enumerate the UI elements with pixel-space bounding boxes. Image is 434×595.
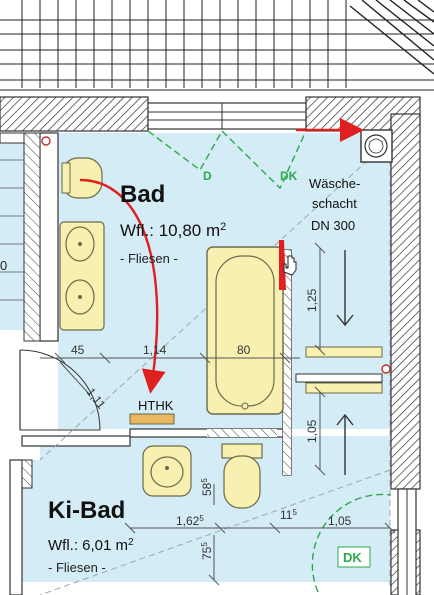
- kibad-floor: [22, 436, 390, 582]
- dim-80: 80: [237, 343, 251, 357]
- dim-105-vertical: 1,05: [305, 419, 319, 443]
- kibad-area: Wfl.: 6,01 m2: [48, 537, 134, 555]
- bad-room-name: Bad: [120, 181, 165, 208]
- dim-105-horizontal: 1,05: [328, 514, 352, 528]
- dimension-lines: [40, 242, 396, 586]
- dim-11: 115: [280, 508, 297, 523]
- red-curved-arrow: [79, 178, 166, 394]
- kibad-room-name: Ki-Bad: [48, 497, 125, 524]
- shaft-label-3: DN 300: [311, 218, 355, 233]
- red-annotations: [79, 118, 364, 394]
- shaft-label-2: schacht: [312, 196, 357, 211]
- window-top: [147, 102, 307, 130]
- door-dk-bottom-label: DK: [343, 550, 362, 565]
- diagonal-guides: [39, 139, 391, 595]
- kibad-floor-label: - Fliesen -: [48, 560, 106, 575]
- left-room-floor: [0, 135, 24, 330]
- bad-fixtures: [41, 129, 393, 425]
- dim-75: 755: [200, 542, 215, 560]
- toilet-kibad: [223, 455, 261, 509]
- dim-58: 585: [200, 478, 215, 496]
- radiator-hthk: [129, 413, 175, 425]
- shaft-label-1: Wäsche-: [309, 176, 360, 191]
- left-room-tiles: [0, 159, 24, 301]
- hall-door-swing: [19, 349, 101, 431]
- bad-area: Wfl.: 10,80 m2: [120, 221, 226, 240]
- roof-hatching: [0, 0, 434, 92]
- dim-114: 1,14: [143, 343, 167, 357]
- dim-45: 45: [71, 343, 85, 357]
- hand-cursor-icon: [283, 255, 297, 276]
- red-mark-tub: [279, 240, 286, 290]
- door-swings: [147, 130, 392, 593]
- kibad-fixtures: [142, 443, 263, 509]
- door-dk-top-label: DK: [280, 169, 298, 183]
- bad-floor-label: - Fliesen -: [120, 251, 178, 266]
- shaft-arrows: [336, 250, 354, 475]
- room-labels: Bad Wfl.: 10,80 m2 - Fliesen - Ki-Bad Wf…: [48, 169, 371, 575]
- dim-162: 1,625: [176, 514, 204, 529]
- walls: [0, 96, 421, 595]
- hthk-label: HTHK: [138, 398, 174, 413]
- dim-125: 1,25: [305, 288, 319, 312]
- door-d-label: D: [203, 169, 212, 183]
- left-fragment-label: 0: [0, 258, 7, 273]
